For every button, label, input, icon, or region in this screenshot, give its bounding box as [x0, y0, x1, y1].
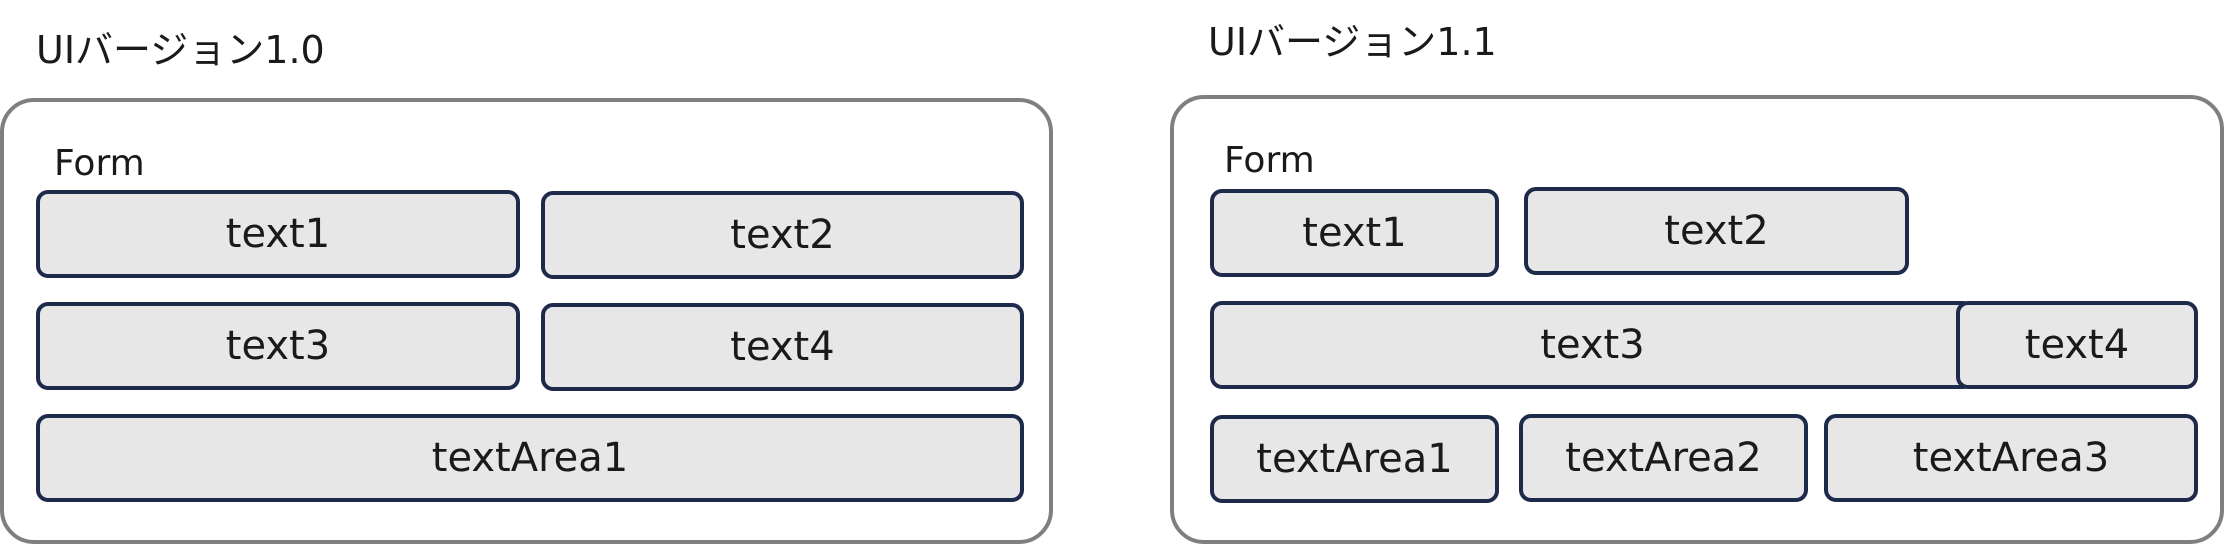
textarea1-field[interactable]: textArea1 [1210, 415, 1499, 503]
textarea2-field[interactable]: textArea2 [1519, 414, 1808, 502]
textarea1-field[interactable]: textArea1 [36, 414, 1024, 502]
text2-field[interactable]: text2 [1524, 187, 1909, 275]
text1-field[interactable]: text1 [36, 190, 520, 278]
form-label: Form [1224, 140, 1315, 181]
form-panel-1-1: Form text1 text2 text3 text4 textArea1 t… [1170, 95, 2224, 544]
text3-field[interactable]: text3 [1210, 301, 1975, 389]
form-label: Form [54, 143, 145, 184]
text4-field[interactable]: text4 [541, 303, 1024, 391]
text1-field[interactable]: text1 [1210, 189, 1499, 277]
textarea3-field[interactable]: textArea3 [1824, 414, 2198, 502]
version-title-1-1: UIバージョン1.1 [1208, 20, 1497, 64]
version-title-1-0: UIバージョン1.0 [36, 28, 325, 72]
form-panel-1-0: Form text1 text2 text3 text4 textArea1 [0, 98, 1053, 544]
text4-field[interactable]: text4 [1956, 301, 2198, 389]
text3-field[interactable]: text3 [36, 302, 520, 390]
text2-field[interactable]: text2 [541, 191, 1024, 279]
